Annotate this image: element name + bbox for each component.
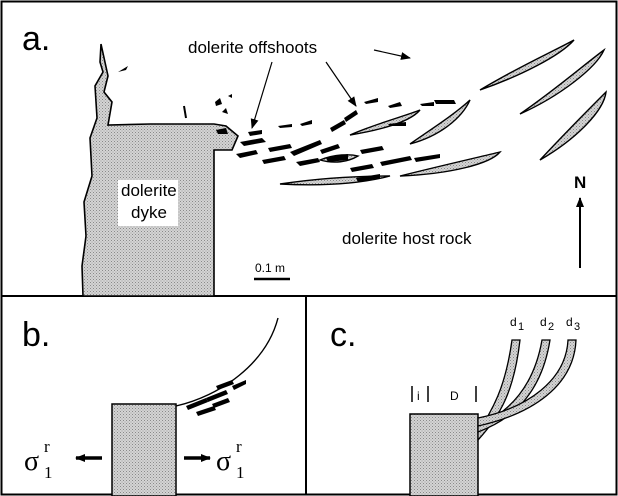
dyke-fragment xyxy=(228,94,232,98)
domain-labels: i D xyxy=(412,386,476,403)
offshoot-lens xyxy=(520,50,604,114)
panel-a: a. xyxy=(22,20,606,296)
dolerite-dyke xyxy=(82,44,238,296)
svg-text:1: 1 xyxy=(44,463,53,482)
offshoot-lens xyxy=(350,110,420,135)
dyke-fragment xyxy=(118,66,128,72)
sigma-label-left: σ 1 r xyxy=(24,437,53,482)
dyke-block-b xyxy=(112,404,176,496)
north-label: N xyxy=(574,173,586,192)
offshoot-label-d1: d 1 xyxy=(510,315,524,333)
panel-c-letter: c. xyxy=(330,316,356,354)
panel-a-letter: a. xyxy=(22,20,50,58)
label-dolerite-dyke-line2: dyke xyxy=(131,203,167,222)
svg-text:2: 2 xyxy=(548,321,554,333)
arrow-offshoots-middle xyxy=(326,62,356,106)
offshoot-lens xyxy=(410,100,470,144)
scale-label: 0.1 m xyxy=(255,261,285,275)
svg-text:r: r xyxy=(236,437,242,456)
sigma-label-right: σ 1 r xyxy=(216,437,245,482)
offshoot-lens xyxy=(480,40,574,90)
svg-text:1: 1 xyxy=(518,321,524,333)
dyke-fragment xyxy=(215,98,222,106)
label-i: i xyxy=(417,389,420,403)
dyke-block-c xyxy=(410,414,478,496)
svg-text:d: d xyxy=(540,315,547,329)
dyke-fragment xyxy=(222,108,228,114)
svg-text:σ: σ xyxy=(24,446,39,477)
dolerite-offshoots xyxy=(280,40,606,185)
label-D: D xyxy=(450,389,459,403)
svg-text:d: d xyxy=(566,315,573,329)
panel-c: c. i D d 1 d 2 d 3 xyxy=(330,315,580,496)
arrow-offshoots-right xyxy=(374,50,410,58)
label-dolerite-offshoots: dolerite offshoots xyxy=(188,38,317,57)
offshoot-lens xyxy=(540,92,606,160)
offshoot-lens xyxy=(400,152,500,176)
svg-text:d: d xyxy=(510,315,517,329)
offshoots-c xyxy=(478,340,576,440)
svg-text:r: r xyxy=(44,437,50,456)
svg-text:σ: σ xyxy=(216,446,231,477)
offshoot-label-d3: d 3 xyxy=(566,315,580,333)
offshoot-label-d2: d 2 xyxy=(540,315,554,333)
svg-text:3: 3 xyxy=(574,321,580,333)
svg-text:1: 1 xyxy=(236,463,245,482)
panel-b-letter: b. xyxy=(22,316,50,354)
offshoot-fragments-b xyxy=(186,380,246,416)
dyke-fragment xyxy=(184,106,186,118)
label-dolerite-dyke-line1: dolerite xyxy=(121,181,177,200)
panel-b: b. σ 1 r σ 1 r xyxy=(22,316,278,496)
label-dolerite-host-rock: dolerite host rock xyxy=(342,229,472,248)
arrow-offshoots-left xyxy=(252,62,272,128)
